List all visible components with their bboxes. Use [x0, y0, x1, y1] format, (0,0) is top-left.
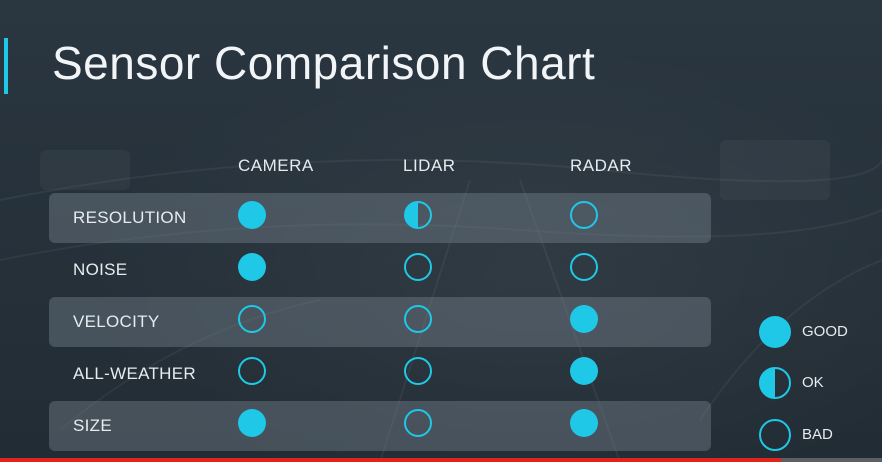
- row-all-weather: ALL-WEATHER: [49, 349, 711, 399]
- ok-rating-icon: [759, 367, 791, 399]
- bad-rating-icon: [570, 201, 598, 229]
- good-rating-icon: [570, 305, 598, 333]
- row-label: SIZE: [73, 416, 112, 435]
- bad-rating-icon: [238, 305, 266, 333]
- video-progress-bar[interactable]: [0, 458, 882, 462]
- bad-rating-icon: [238, 357, 266, 385]
- bad-rating-icon: [404, 409, 432, 437]
- bad-rating-icon: [404, 305, 432, 333]
- ok-rating-icon: [404, 201, 432, 229]
- row-size: SIZE: [49, 401, 711, 451]
- row-label: ALL-WEATHER: [73, 364, 196, 383]
- good-rating-icon: [238, 253, 266, 281]
- bad-rating-icon: [404, 357, 432, 385]
- title-accent-bar: [4, 38, 8, 94]
- bad-rating-icon: [759, 419, 791, 451]
- page-title: Sensor Comparison Chart: [52, 37, 596, 89]
- row-label: NOISE: [73, 260, 128, 279]
- row-label: RESOLUTION: [73, 208, 187, 227]
- bad-rating-icon: [404, 253, 432, 281]
- good-rating-icon: [759, 316, 791, 348]
- column-header-lidar: LIDAR: [403, 156, 456, 175]
- video-progress-fill: [0, 458, 781, 462]
- good-rating-icon: [238, 409, 266, 437]
- good-rating-icon: [570, 409, 598, 437]
- legend-label-bad: BAD: [802, 426, 833, 443]
- column-header-radar: RADAR: [570, 156, 633, 175]
- good-rating-icon: [238, 201, 266, 229]
- row-label: VELOCITY: [73, 312, 160, 331]
- good-rating-icon: [570, 357, 598, 385]
- legend-label-good: GOOD: [802, 323, 848, 340]
- row-velocity: VELOCITY: [49, 297, 711, 347]
- row-resolution: RESOLUTION: [49, 193, 711, 243]
- row-noise: NOISE: [49, 245, 711, 295]
- bad-rating-icon: [570, 253, 598, 281]
- column-header-camera: CAMERA: [238, 156, 314, 175]
- legend-label-ok: OK: [802, 374, 824, 391]
